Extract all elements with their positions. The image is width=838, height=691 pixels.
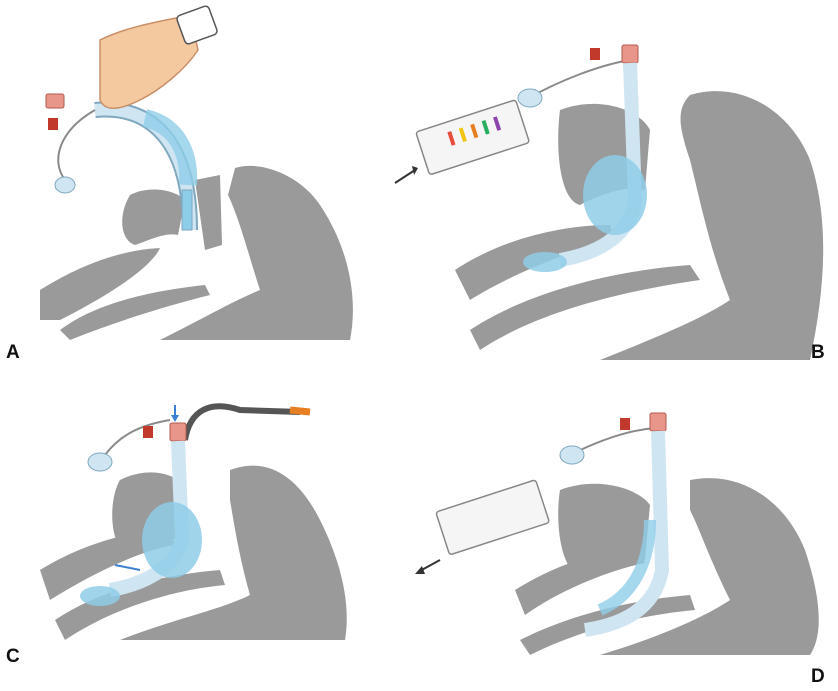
panel-label-d: D — [811, 666, 825, 688]
syringe-icon — [436, 480, 550, 555]
